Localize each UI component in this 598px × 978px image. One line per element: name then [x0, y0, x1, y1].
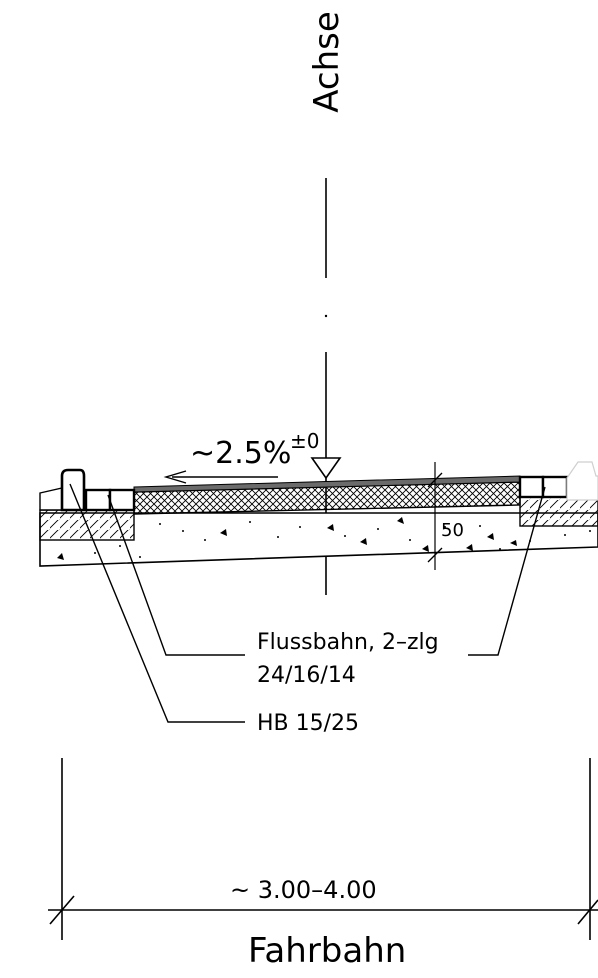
thickness-label: 50	[441, 520, 464, 541]
level-marker: ±0	[290, 429, 342, 480]
curb-label: HB 15/25	[257, 711, 359, 736]
left-gutter-stone-2	[108, 488, 136, 512]
slope-label: ~2.5%	[190, 436, 291, 471]
width-label: ~ 3.00–4.00	[230, 876, 377, 904]
axis-label: Achse	[307, 11, 347, 113]
axis-dot	[324, 314, 328, 318]
right-ghost-curb	[566, 461, 598, 501]
right-bedding	[519, 496, 598, 527]
right-gutter-stone-2	[541, 475, 569, 499]
gutter-leader-right	[468, 486, 546, 656]
slope-arrow-head	[163, 470, 187, 484]
thickness-dimension: 50	[427, 462, 464, 570]
right-gutter-stone-1	[518, 475, 545, 499]
curb-leader	[69, 483, 245, 723]
level-label: ±0	[290, 429, 319, 453]
base-course	[39, 512, 598, 567]
level-triangle-icon	[310, 457, 342, 480]
roadway-label: Fahrbahn	[248, 931, 406, 971]
leader-lines	[69, 483, 546, 723]
dimension-tick-right	[577, 899, 598, 925]
slope-annotation: ~2.5%	[163, 436, 291, 484]
gutter-label-line2: 24/16/14	[257, 663, 356, 688]
gutter-label-line1: Flussbahn, 2–zlg	[257, 630, 439, 655]
surface-layer	[133, 475, 521, 515]
dimension-tick-left	[49, 895, 75, 925]
left-shoulder	[39, 487, 63, 511]
aggregate-specks	[57, 517, 591, 560]
left-gutter-stone-1	[84, 488, 112, 512]
gutter-leader-left	[107, 494, 245, 656]
width-dimension	[48, 758, 598, 940]
component-labels: Flussbahn, 2–zlg 24/16/14 HB 15/25	[257, 630, 439, 736]
right-curb-assembly	[518, 461, 598, 527]
